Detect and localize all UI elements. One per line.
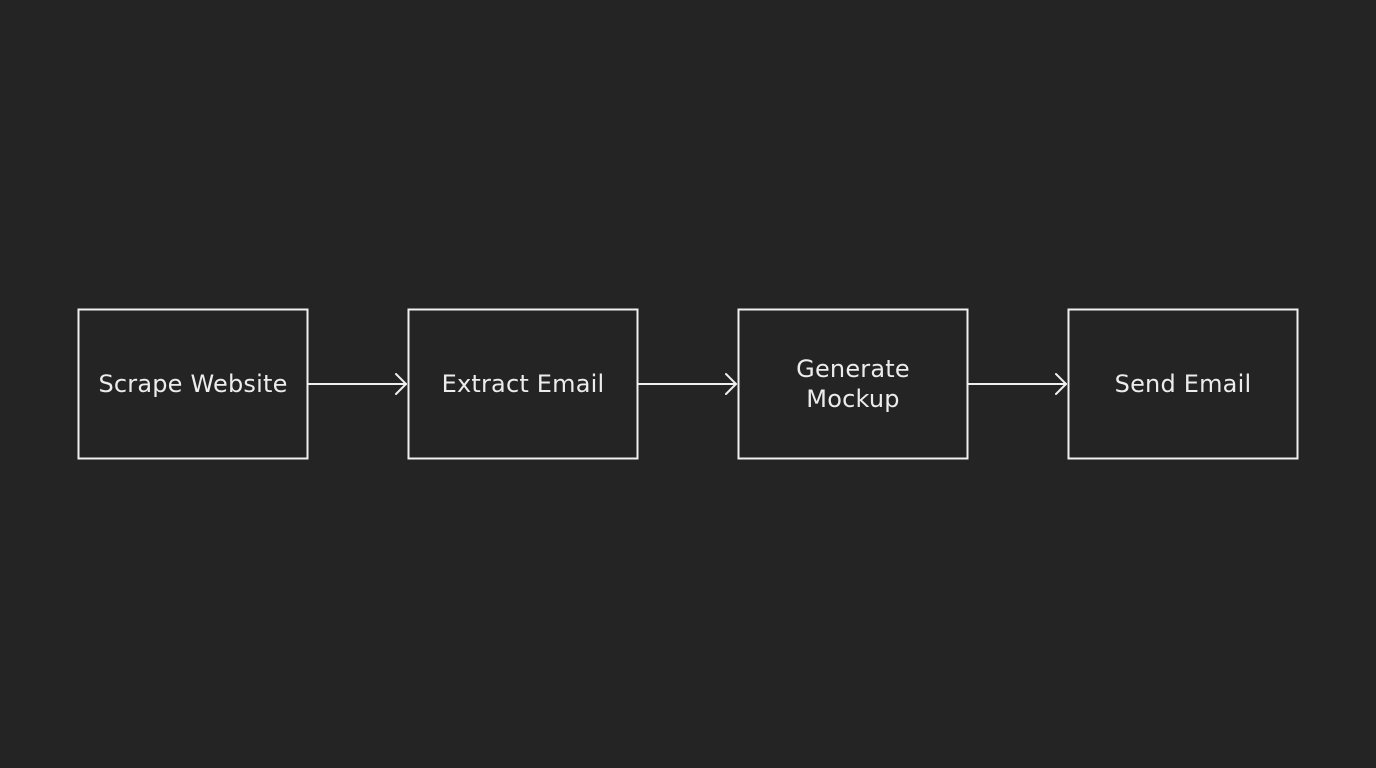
node-label-send-email: Send Email: [1114, 370, 1252, 398]
node-box-send-email: [1067, 308, 1299, 460]
arrow-generate-to-send: [967, 373, 1067, 395]
node-label-generate-mockup: Generate Mockup: [796, 355, 910, 413]
arrow-extract-to-generate: [637, 373, 737, 395]
arrow-scrape-to-extract: [307, 373, 407, 395]
node-label-extract-email: Extract Email: [441, 370, 605, 398]
node-label-scrape-website: Scrape Website: [98, 370, 288, 398]
